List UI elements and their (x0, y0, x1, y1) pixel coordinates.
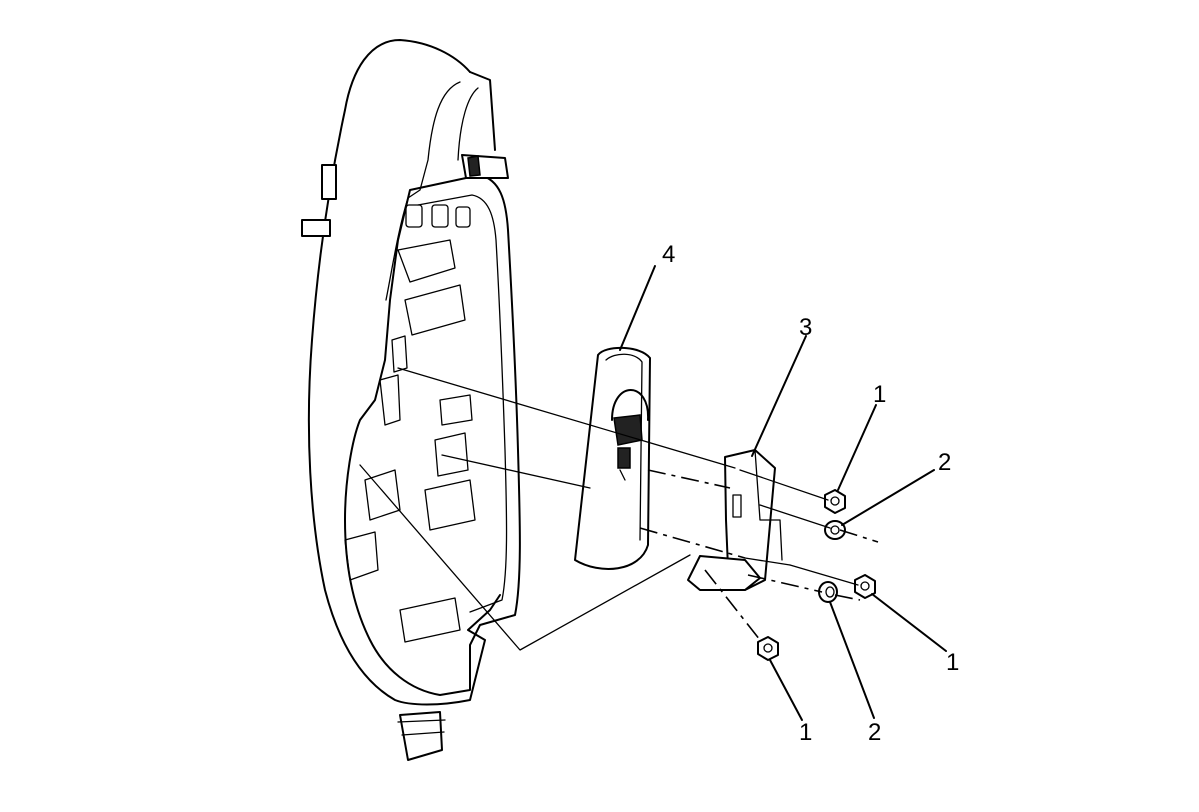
callout-4: 4 (662, 241, 675, 268)
callout-3: 3 (799, 314, 812, 341)
alignment-lines (397, 367, 879, 641)
callout-1-bottom: 1 (799, 719, 812, 746)
bolt-bottom (757, 636, 779, 661)
nut-upper (824, 520, 846, 540)
airbag-module (574, 346, 651, 570)
callout-1-right: 1 (946, 649, 959, 676)
callout-2-lower: 2 (868, 719, 881, 746)
bolt-upper (824, 489, 846, 514)
fasteners (757, 489, 876, 661)
bolt-lower-right (854, 574, 876, 599)
seat-back-frame (301, 39, 691, 761)
callout-1-upper: 1 (873, 381, 886, 408)
leader-lines (619, 265, 947, 721)
mounting-bracket (687, 449, 783, 591)
callouts: 4 3 1 2 1 2 1 (662, 241, 959, 746)
callout-2-upper: 2 (938, 449, 951, 476)
